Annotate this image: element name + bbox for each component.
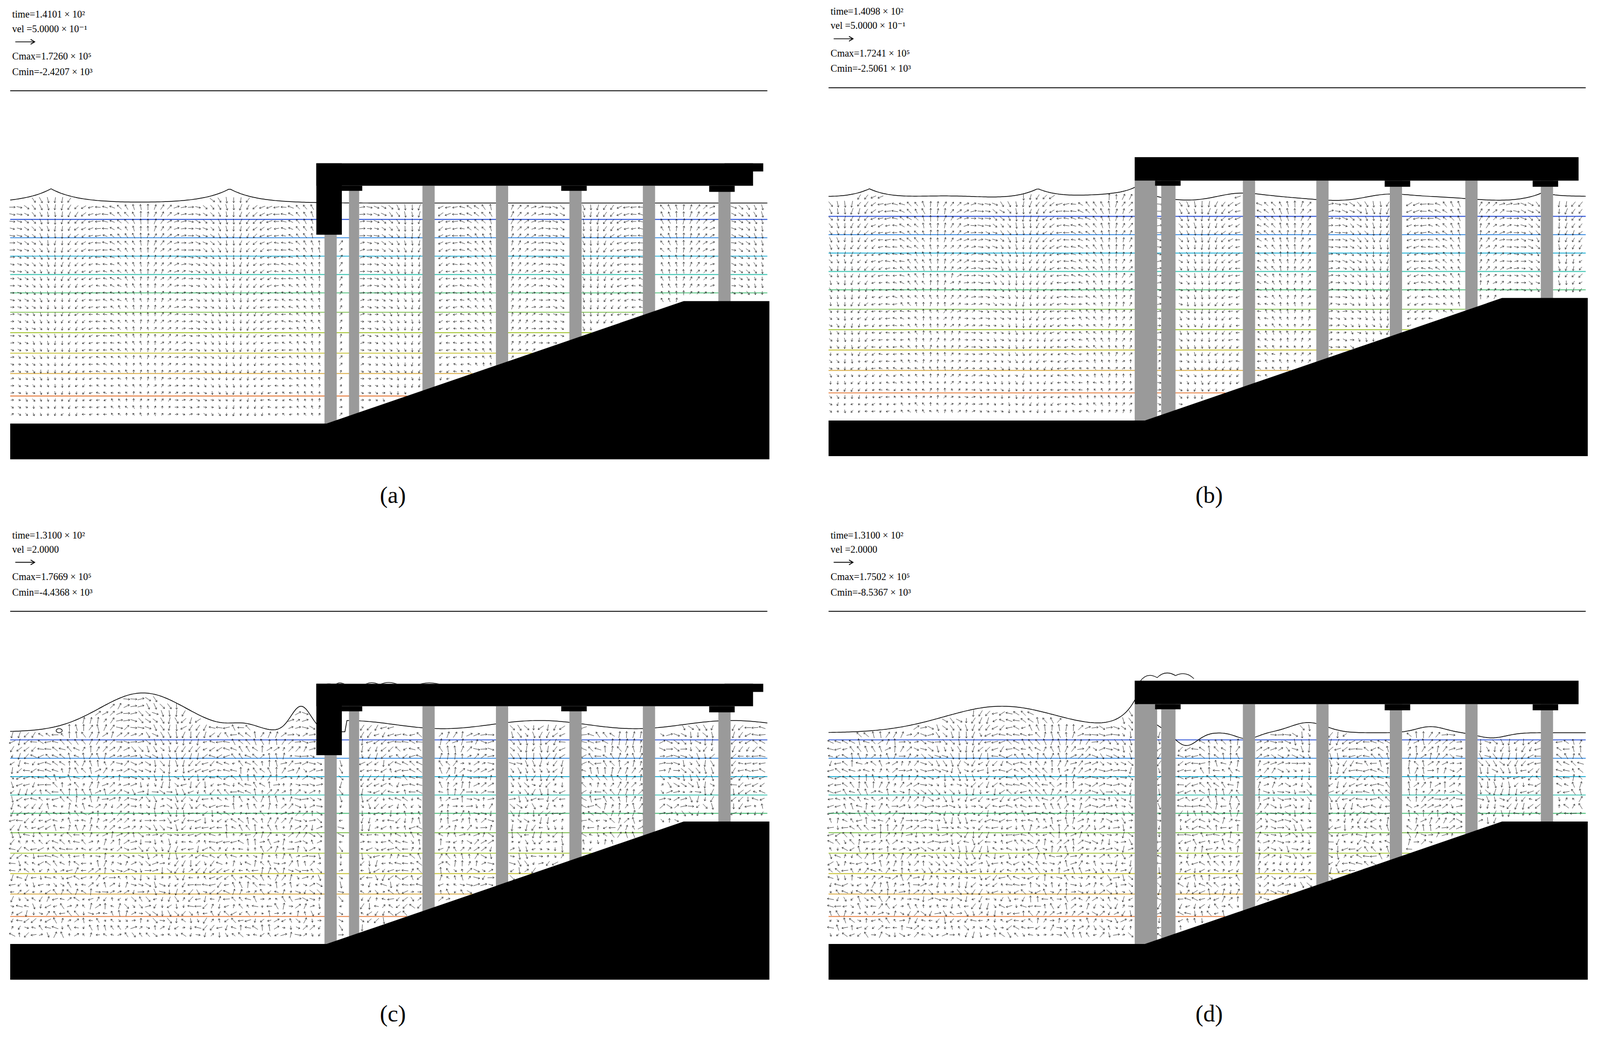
- pile: [1134, 180, 1158, 423]
- panel-label: (c): [379, 1001, 406, 1026]
- deck: [561, 185, 587, 191]
- scale-arrow: [15, 559, 35, 565]
- pile: [642, 185, 655, 317]
- pile: [569, 706, 582, 862]
- scale-arrow: [15, 39, 35, 45]
- deck: [1532, 703, 1559, 711]
- deck: [316, 163, 754, 186]
- panel-header: time=1.3100 × 10²: [12, 530, 85, 540]
- pile: [349, 185, 360, 417]
- deck: [1134, 680, 1579, 704]
- panel-header: time=1.4098 × 10²: [830, 6, 904, 17]
- deck: [316, 683, 342, 755]
- pile: [422, 185, 435, 392]
- pressure-contour: [828, 893, 1291, 895]
- pressure-contour: [10, 373, 473, 375]
- sea-bed: [828, 297, 1588, 456]
- deck: [341, 185, 363, 191]
- pile: [1540, 180, 1554, 301]
- header-rule: [10, 90, 768, 92]
- pile: [1161, 180, 1176, 415]
- deck: [724, 683, 764, 692]
- pressure-contour: [10, 395, 407, 397]
- pile: [1540, 703, 1554, 825]
- pile: [1316, 180, 1329, 363]
- pile: [1134, 703, 1158, 947]
- pile: [1161, 703, 1176, 939]
- panel-header: Cmax=1.7260 × 10⁵: [12, 51, 92, 61]
- panel-header: Cmin=-4.4368 × 10³: [12, 587, 93, 597]
- deck: [1155, 703, 1181, 709]
- panel-header: Cmax=1.7241 × 10⁵: [830, 48, 910, 59]
- pile: [1465, 703, 1478, 835]
- panel-header: vel =5.0000 × 10⁻¹: [830, 20, 906, 31]
- pile: [422, 706, 435, 912]
- pressure-contour: [828, 349, 1351, 351]
- pressure-contour: [10, 872, 533, 874]
- panel-header: time=1.3100 × 10²: [830, 530, 904, 540]
- panel-drawing: [828, 36, 1588, 456]
- sea-bed: [828, 821, 1588, 980]
- panel-header: Cmin=-2.4207 × 10³: [12, 66, 93, 77]
- pile: [1316, 703, 1329, 886]
- panel-drawing: [9, 39, 770, 460]
- splash-outline: [1139, 672, 1194, 682]
- deck: [709, 706, 735, 713]
- header-rule: [828, 610, 1586, 612]
- deck: [1532, 180, 1559, 187]
- panel-label: (b): [1195, 483, 1224, 507]
- panel-header: vel =2.0000: [830, 544, 878, 554]
- deck: [316, 163, 342, 235]
- deck: [724, 163, 764, 172]
- pressure-contour: [10, 915, 407, 917]
- deck: [561, 706, 587, 712]
- panel-header: Cmin=-8.5367 × 10³: [830, 587, 911, 597]
- header-rule: [10, 610, 768, 612]
- panel-header: Cmax=1.7502 × 10⁵: [830, 571, 910, 582]
- panel-header: vel =5.0000 × 10⁻¹: [12, 23, 88, 34]
- pressure-contour: [828, 369, 1291, 371]
- panel-header: time=1.4101 × 10²: [12, 9, 85, 20]
- pile: [349, 706, 360, 938]
- scale-arrow: [833, 36, 854, 41]
- pile: [718, 706, 731, 825]
- pile: [1389, 703, 1403, 861]
- deck: [709, 185, 735, 193]
- pile: [1465, 180, 1478, 312]
- sea-bed: [10, 300, 770, 459]
- pile: [1389, 180, 1403, 337]
- pile: [718, 185, 731, 305]
- header-rule: [828, 87, 1586, 89]
- panel-label: (d): [1195, 1001, 1224, 1026]
- deck: [316, 683, 754, 707]
- sea-bed: [10, 821, 770, 980]
- scale-arrow: [833, 559, 854, 565]
- deck: [1384, 703, 1410, 711]
- pressure-contour: [10, 352, 533, 354]
- panel-header: Cmin=-2.5061 × 10³: [830, 63, 911, 74]
- panel-drawing: [827, 559, 1588, 980]
- deck: [1155, 180, 1181, 186]
- panel-label: (a): [379, 483, 406, 507]
- pile: [569, 185, 582, 342]
- pile: [495, 185, 509, 367]
- pressure-contour: [10, 893, 473, 895]
- spray-droplet: [56, 728, 63, 733]
- panel-header: vel =2.0000: [12, 544, 60, 554]
- deck: [1134, 157, 1579, 181]
- pile: [1243, 703, 1256, 911]
- panel-header: Cmax=1.7669 × 10⁵: [12, 571, 92, 582]
- pressure-contour: [828, 872, 1351, 874]
- deck: [341, 706, 363, 712]
- deck: [1384, 180, 1410, 187]
- pile: [642, 706, 655, 837]
- panel-drawing: [8, 559, 770, 980]
- pile: [1243, 180, 1256, 388]
- pile: [495, 706, 509, 887]
